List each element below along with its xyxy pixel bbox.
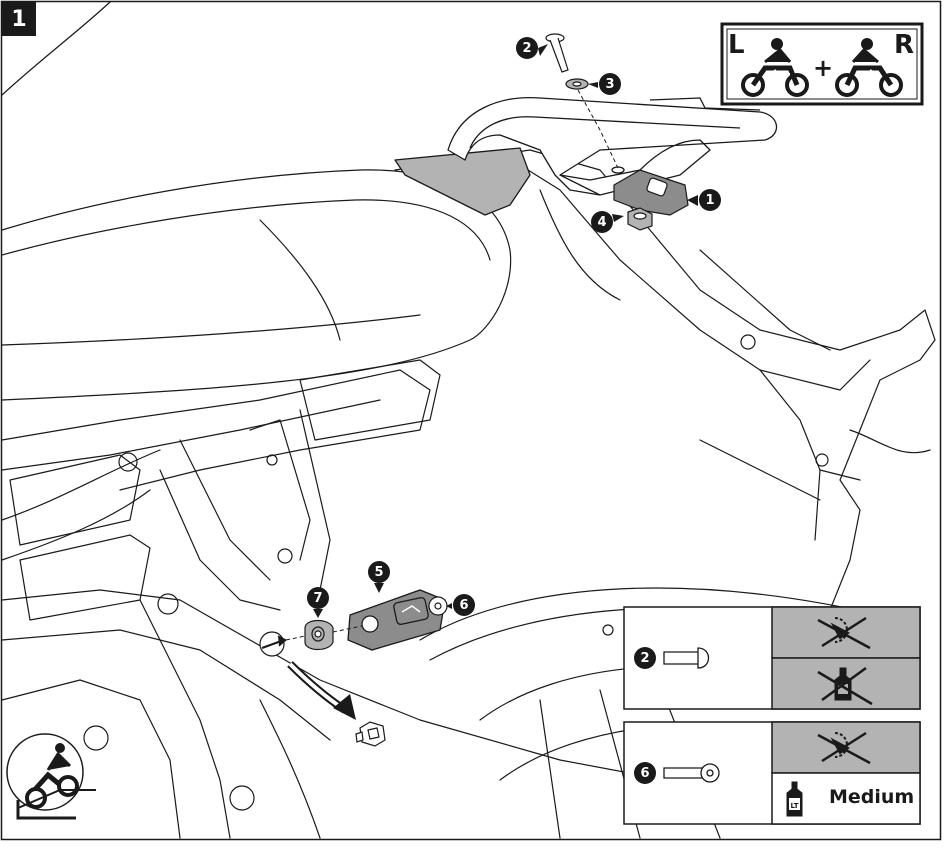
- callout-2: 2: [516, 37, 538, 59]
- no-torque-icon: [817, 616, 871, 650]
- plus-sign: +: [813, 54, 834, 82]
- frame-mount-hole: [259, 631, 288, 657]
- callout-3: 3: [599, 73, 621, 95]
- motorcycle-right-icon: [835, 38, 903, 97]
- side-plate-part-5: [347, 589, 446, 651]
- side-indicator-box: [720, 22, 924, 106]
- callout-5: 5: [368, 561, 390, 583]
- left-side-label: L: [728, 30, 745, 60]
- callout-4: 4: [591, 211, 613, 233]
- callout-pointers: [313, 44, 698, 618]
- bolt-icon-long: [663, 763, 720, 783]
- assembly-line-top: [577, 89, 619, 169]
- step-number-badge: 1: [2, 2, 36, 36]
- motorcycle-left-icon: [741, 38, 809, 97]
- spacer-part-7: [304, 619, 334, 651]
- bolt-part-2-top: [545, 33, 569, 73]
- bracket-part-1: [613, 169, 689, 216]
- bolt-part-6: [428, 596, 448, 616]
- relocate-arrow: [287, 661, 356, 720]
- threadlock-bottle-icon: LT: [786, 781, 803, 817]
- nut-part-4: [627, 207, 653, 231]
- bolt-icon: [663, 647, 710, 669]
- spec-table-part-2: [623, 606, 921, 710]
- right-side-label: R: [894, 30, 915, 60]
- callout-7: 7: [307, 587, 329, 609]
- no-torque-icon-2: [817, 731, 871, 765]
- rear-rack: [394, 96, 778, 216]
- spec-table-2-part-label: 6: [634, 762, 656, 784]
- callout-6: 6: [453, 594, 475, 616]
- view-direction-icon: [6, 733, 96, 820]
- callout-1: 1: [699, 189, 721, 211]
- washer-part-3: [565, 78, 589, 90]
- bolt-head-relocated: [355, 721, 386, 747]
- threadlock-strength-label: Medium: [829, 786, 915, 808]
- no-threadlock-icon: [817, 666, 873, 706]
- svg-text:LT: LT: [790, 802, 798, 810]
- spec-table-1-part-label: 2: [634, 647, 656, 669]
- assembly-line-side: [285, 625, 363, 641]
